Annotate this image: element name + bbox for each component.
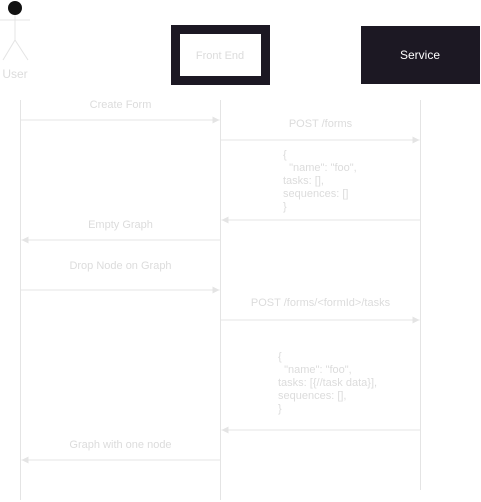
post-tasks-response-body-line: { [278, 351, 282, 363]
create-form-message[interactable]: Create Form [20, 99, 220, 124]
frontend-label: Front End [196, 50, 244, 62]
user-label: User [2, 67, 27, 81]
post-tasks-response-message[interactable]: { "name": "foo",tasks: [{//task data}],s… [221, 351, 421, 434]
post-forms-response-body-line: tasks: [], [283, 175, 324, 187]
drop-node-label: Drop Node on Graph [69, 260, 171, 272]
post-tasks-label: POST /forms/<formId>/tasks [251, 297, 391, 309]
service-label: Service [400, 48, 440, 62]
post-forms-label: POST /forms [289, 118, 353, 130]
arrowhead-icon [221, 216, 229, 224]
empty-graph-label: Empty Graph [88, 219, 153, 231]
service-participant[interactable]: Service [361, 26, 480, 84]
arrowhead-icon [212, 286, 220, 294]
actor-left-leg [2, 39, 16, 61]
post-forms-response-body-line: { [283, 149, 287, 161]
post-tasks-response-body-line: } [278, 403, 282, 415]
user-actor[interactable]: User [0, 1, 30, 81]
frontend-box [171, 25, 270, 85]
arrowhead-icon [212, 116, 220, 124]
create-form-label: Create Form [90, 99, 152, 111]
arrowhead-icon [21, 236, 29, 244]
arrowhead-icon [21, 456, 29, 464]
post-tasks-response-body-line: sequences: [], [278, 390, 347, 402]
arrowhead-icon [412, 316, 420, 324]
arrowhead-icon [221, 426, 229, 434]
arrowhead-icon [412, 136, 420, 144]
post-forms-response-body-line: "name": "foo", [283, 162, 357, 174]
post-forms-response-body-line: sequences: [] [283, 188, 348, 200]
post-forms-response-message[interactable]: { "name": "foo",tasks: [],sequences: []} [221, 149, 421, 224]
graph-one-node-message[interactable]: Graph with one node [21, 439, 221, 464]
post-tasks-response-body-line: tasks: [{//task data}], [278, 377, 377, 389]
frontend-participant[interactable]: Front End [171, 25, 270, 85]
post-tasks-message[interactable]: POST /forms/<formId>/tasks [220, 297, 420, 324]
service-box [361, 26, 480, 84]
post-tasks-response-body-line: "name": "foo", [278, 364, 352, 376]
post-forms-message[interactable]: POST /forms [220, 118, 420, 144]
post-forms-response-body-line: } [283, 201, 287, 213]
actor-right-leg [14, 39, 29, 61]
empty-graph-message[interactable]: Empty Graph [21, 219, 221, 244]
actor-head-icon [8, 1, 22, 15]
drop-node-message[interactable]: Drop Node on Graph [20, 260, 220, 294]
graph-one-node-label: Graph with one node [69, 439, 171, 451]
